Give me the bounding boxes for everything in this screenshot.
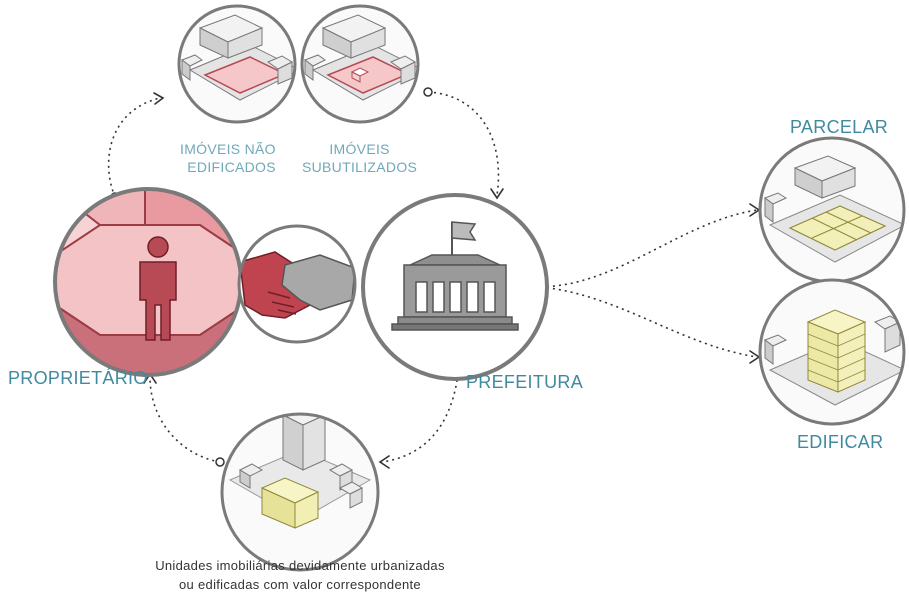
arrow-prefeitura-to-units <box>381 373 459 463</box>
city-hall-illustration <box>361 193 549 381</box>
label-subdivide: PARCELAR <box>790 117 889 137</box>
subdivide-illustration <box>758 136 906 284</box>
arrow-properties-to-prefeitura <box>427 91 500 196</box>
city-hall-icon <box>391 221 519 331</box>
arrow-prefeitura-to-parcelar <box>540 209 758 288</box>
urbanized-units-illustration <box>220 412 380 572</box>
arrow-units-to-owner <box>149 376 221 463</box>
handshake-illustration <box>237 224 357 344</box>
underused-lot-illustration <box>300 4 420 124</box>
label-build: EDIFICAR <box>797 432 884 452</box>
label-city-hall: PREFEITURA <box>466 372 584 392</box>
label-owner: PROPRIETÁRIO <box>8 368 148 388</box>
label-underused-properties: IMÓVEIS SUBUTILIZADOS <box>302 141 418 175</box>
build-illustration <box>758 278 906 426</box>
caption-urbanized-units: Unidades imobiliárias devidamente urbani… <box>155 558 445 592</box>
arrow-prefeitura-to-edificar <box>540 286 758 358</box>
vacant-lot-illustration <box>177 4 297 124</box>
person-icon <box>139 236 177 341</box>
owner-illustration <box>53 187 243 377</box>
arrow-owner-to-properties <box>107 97 161 198</box>
connector-arrows <box>107 91 758 463</box>
label-vacant-properties: IMÓVEIS NÃO EDIFICADOS <box>180 141 276 175</box>
